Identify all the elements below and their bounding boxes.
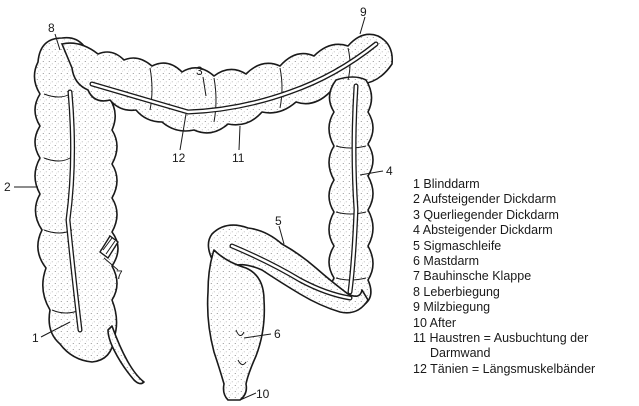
callout-9: 9: [360, 5, 367, 19]
legend-list: 1 Blinddarm 2 Aufsteigender Dickdarm 3 Q…: [413, 177, 595, 377]
callout-5: 5: [275, 214, 282, 228]
callout-1: 1: [32, 331, 39, 345]
legend-item-11-text: 11 Haustren = Ausbuchtung der: [413, 331, 588, 345]
legend-item-3: 3 Querliegender Dickdarm: [413, 208, 595, 223]
legend-item-10: 10 After: [413, 316, 595, 331]
callout-10: 10: [256, 387, 270, 401]
legend-item-2: 2 Aufsteigender Dickdarm: [413, 192, 595, 207]
callout-6: 6: [274, 327, 281, 341]
legend-item-11: 11 Haustren = Ausbuchtung der Darmwand: [413, 331, 595, 362]
callout-11: 11: [232, 151, 245, 165]
legend-item-1: 1 Blinddarm: [413, 177, 595, 192]
callout-4: 4: [386, 164, 393, 178]
callout-12: 12: [172, 151, 186, 165]
legend-item-4: 4 Absteigender Dickdarm: [413, 223, 595, 238]
legend-item-11-continuation: Darmwand: [413, 346, 595, 361]
legend-item-8: 8 Leberbiegung: [413, 285, 595, 300]
callout-8: 8: [48, 21, 55, 35]
legend-item-5: 5 Sigmaschleife: [413, 239, 595, 254]
legend-item-12: 12 Tänien = Längsmuskelbänder: [413, 362, 595, 377]
rectum-shape: [208, 250, 265, 400]
callout-7: 7: [116, 268, 123, 282]
legend-item-7: 7 Bauhinsche Klappe: [413, 269, 595, 284]
callout-2: 2: [4, 180, 11, 194]
appendix-shape: [108, 326, 144, 384]
legend-item-9: 9 Milzbiegung: [413, 300, 595, 315]
legend-item-6: 6 Mastdarm: [413, 254, 595, 269]
callout-3: 3: [196, 64, 203, 78]
